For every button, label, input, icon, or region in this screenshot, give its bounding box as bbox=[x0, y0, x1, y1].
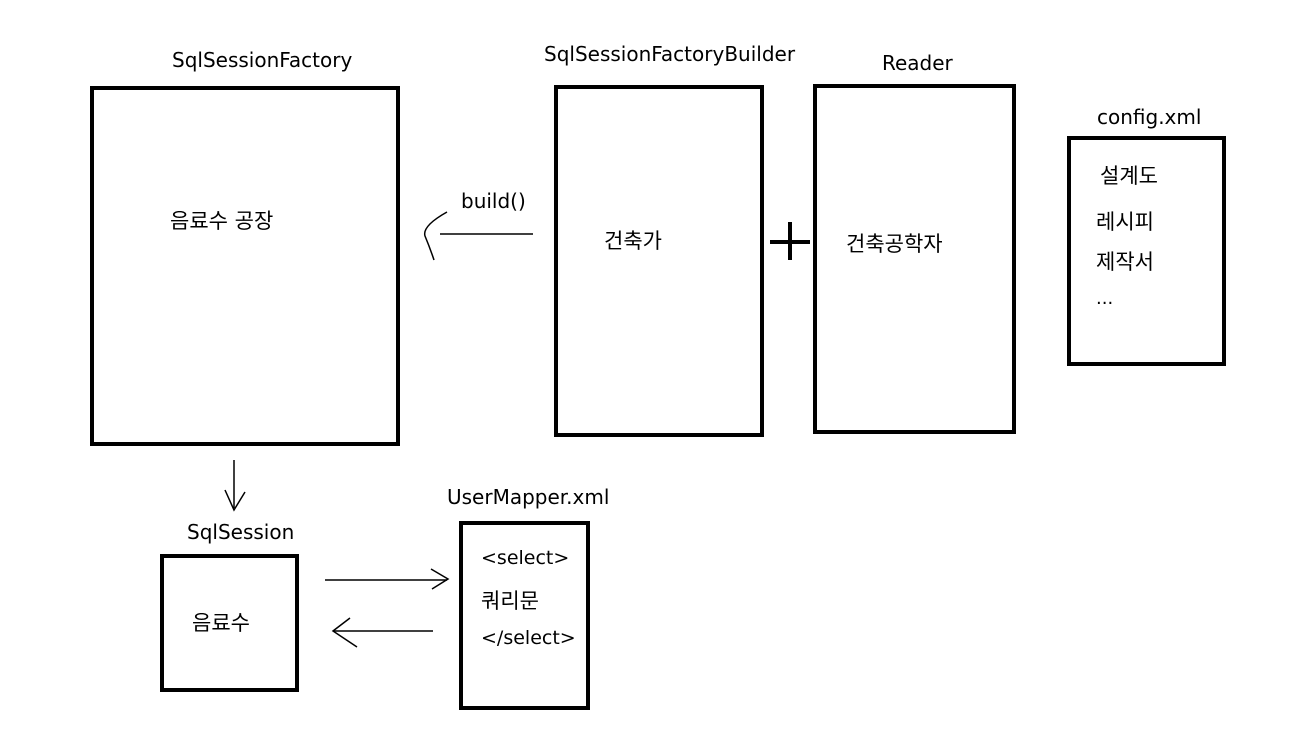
config-line: 레시피 bbox=[1096, 210, 1154, 234]
mapper-line: </select> bbox=[481, 627, 576, 649]
down-arrow-head bbox=[224, 489, 246, 512]
left-arrow-head bbox=[331, 617, 358, 648]
mapper-title: UserMapper.xml bbox=[447, 485, 610, 509]
builder-title: SqlSessionFactoryBuilder bbox=[544, 42, 796, 66]
session-title: SqlSession bbox=[187, 520, 295, 544]
reader-text: 건축공학자 bbox=[846, 232, 943, 256]
build-arrow-head bbox=[423, 211, 448, 261]
mapper-box bbox=[459, 521, 590, 710]
factory-text: 음료수 공장 bbox=[170, 209, 274, 233]
builder-box bbox=[554, 85, 764, 437]
build-label: build() bbox=[461, 189, 526, 213]
reader-box bbox=[813, 84, 1016, 434]
config-title: config.xml bbox=[1097, 105, 1202, 129]
config-line: 설계도 bbox=[1100, 164, 1158, 188]
config-box bbox=[1067, 136, 1226, 366]
config-line: ... bbox=[1096, 288, 1114, 309]
factory-box bbox=[90, 86, 400, 446]
mapper-line: 쿼리문 bbox=[481, 589, 539, 613]
factory-title: SqlSessionFactory bbox=[172, 48, 353, 72]
mapper-line: <select> bbox=[481, 547, 570, 569]
reader-title: Reader bbox=[882, 51, 953, 75]
config-line: 제작서 bbox=[1096, 250, 1154, 274]
session-box bbox=[160, 554, 299, 692]
right-arrow-head bbox=[430, 568, 450, 590]
session-text: 음료수 bbox=[192, 611, 250, 635]
builder-text: 건축가 bbox=[604, 229, 662, 253]
